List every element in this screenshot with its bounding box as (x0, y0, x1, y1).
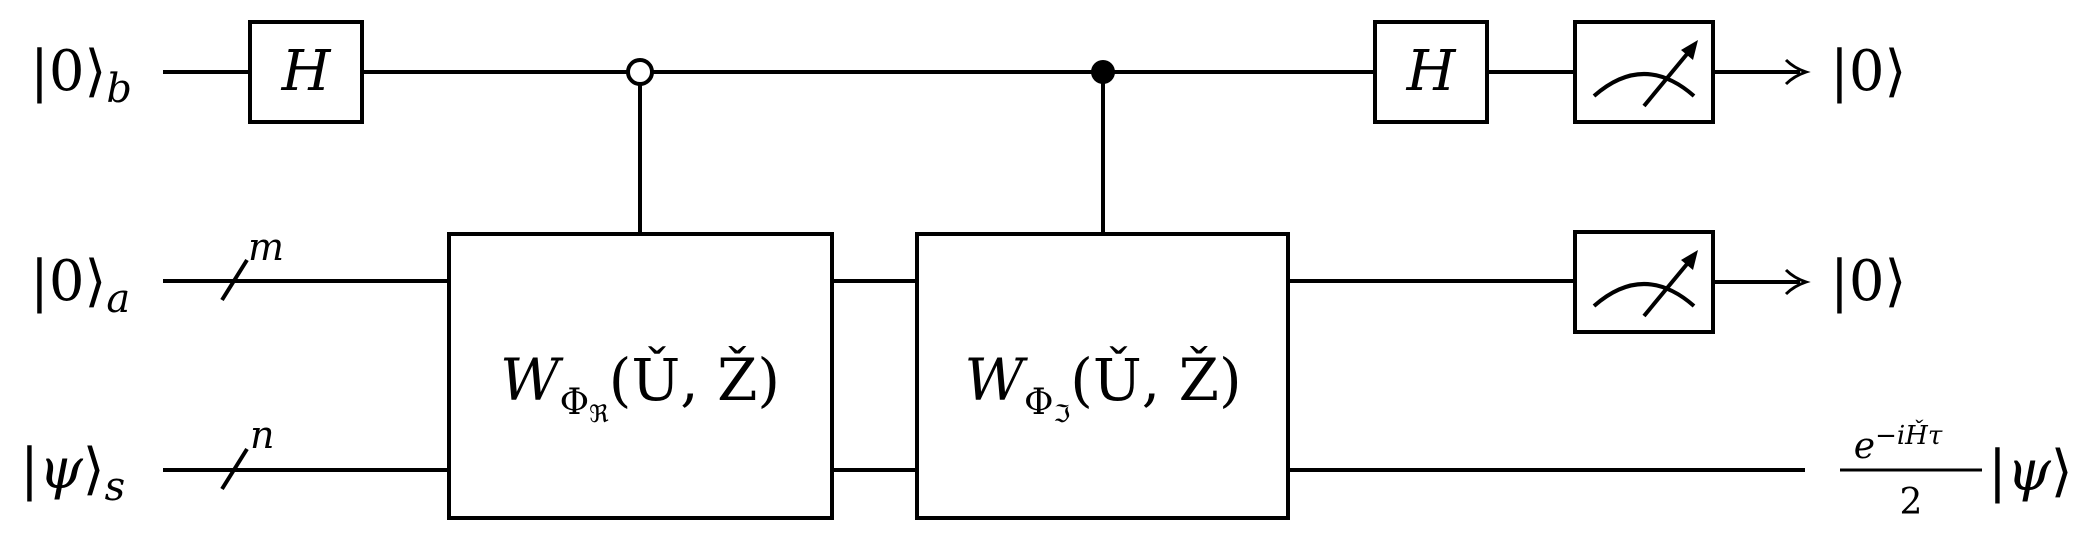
output-exp-base: e (1854, 426, 1875, 467)
w-real-sub: Φ (560, 382, 590, 423)
output-label-a: |0⟩ (1830, 249, 1906, 314)
meter-icon (1573, 230, 1715, 334)
input-subscript-a: a (106, 276, 130, 322)
svg-text:|0⟩b: |0⟩b (30, 39, 132, 112)
input-ket-b: 0 (49, 39, 85, 104)
w-imag-base: W (964, 346, 1028, 414)
svg-text:|ψ⟩s: |ψ⟩s (20, 437, 125, 510)
input-subscript-s: s (105, 464, 126, 510)
hadamard-label-right: H (1406, 39, 1457, 104)
register-slash-a: m (220, 225, 284, 302)
output-label-s: e−iȞτ 2 |ψ⟩ (1840, 419, 2073, 523)
arrow-right-icon (1713, 58, 1811, 86)
svg-text:e−iȞτ: e−iȞτ (1854, 419, 1943, 467)
w-real-args: (Ǔ, Ž) (609, 346, 780, 414)
input-label-b: |0⟩b (30, 39, 132, 112)
output-ket-s: ψ (2007, 439, 2052, 504)
output-exp-power: −iȞτ (1875, 419, 1943, 451)
svg-text:|0⟩a: |0⟩a (30, 249, 130, 322)
w-real-base: W (500, 346, 564, 414)
w-gate-imag: WΦℑ(Ǔ, Ž) (915, 232, 1290, 520)
meter-icon (1573, 20, 1715, 124)
hadamard-gate-right: H (1373, 20, 1489, 124)
svg-text:|0⟩: |0⟩ (1830, 39, 1906, 104)
w-real-subsub: ℜ (589, 400, 609, 428)
control-filled (1091, 60, 1115, 234)
svg-text:WΦℑ(Ǔ, Ž): WΦℑ(Ǔ, Ž) (964, 346, 1241, 428)
input-label-a: |0⟩a (30, 249, 130, 322)
hadamard-gate-left: H (248, 20, 364, 124)
input-ket-s: ψ (39, 437, 84, 502)
w-imag-args: (Ǔ, Ž) (1070, 346, 1241, 414)
input-ket-a: 0 (49, 249, 85, 314)
w-gate-real: WΦℜ(Ǔ, Ž) (447, 232, 834, 520)
svg-text:|ψ⟩: |ψ⟩ (1988, 439, 2073, 504)
svg-text:|0⟩: |0⟩ (1830, 249, 1906, 314)
output-ket-a: 0 (1849, 249, 1885, 314)
input-label-s: |ψ⟩s (20, 437, 125, 510)
w-imag-subsub: ℑ (1054, 400, 1071, 428)
output-ket-b: 0 (1849, 39, 1885, 104)
output-label-b: |0⟩ (1830, 39, 1906, 104)
output-denominator: 2 (1900, 482, 1923, 523)
register-size-n: n (250, 413, 274, 457)
w-imag-sub: Φ (1024, 382, 1054, 423)
arrow-right-icon (1713, 268, 1811, 296)
hadamard-label-left: H (281, 39, 332, 104)
register-size-m: m (248, 225, 284, 269)
register-slash-s: n (220, 413, 274, 491)
control-open (626, 58, 654, 234)
svg-text:WΦℜ(Ǔ, Ž): WΦℜ(Ǔ, Ž) (500, 346, 780, 428)
input-subscript-b: b (106, 66, 132, 112)
